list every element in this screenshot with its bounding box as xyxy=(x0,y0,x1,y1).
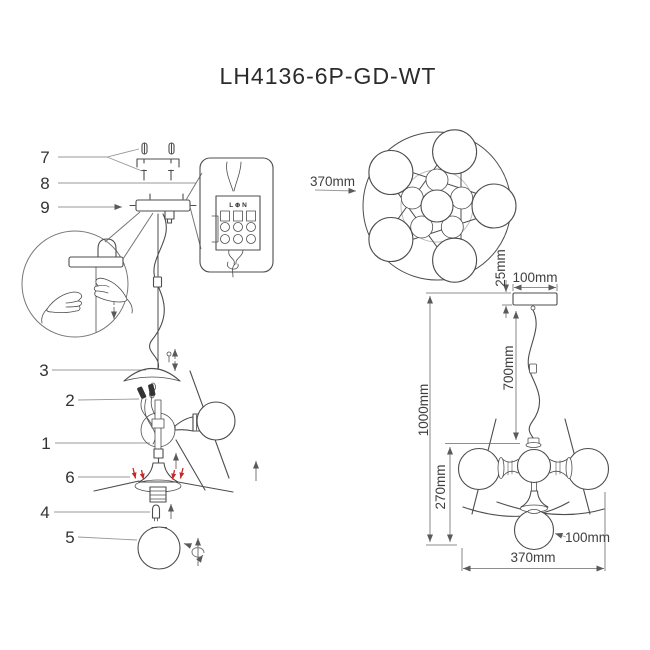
dim-top-diameter: 370mm xyxy=(310,174,355,189)
hands-adjustment-inset xyxy=(21,230,133,338)
part-label-1: 1 xyxy=(41,434,50,453)
part-label-8: 8 xyxy=(40,174,49,193)
terminal-contacts xyxy=(211,210,256,244)
dim-overall-height: 1000mm xyxy=(416,384,431,437)
part-label-7: 7 xyxy=(40,148,49,167)
outer-globes-top xyxy=(368,129,517,283)
part-label-9: 9 xyxy=(40,198,49,217)
front-view: 100mm 25mm 700mm 1000mm 270mm 100mm xyxy=(416,249,610,572)
terminal-labels: L ⊕ N xyxy=(229,202,247,209)
dim-body-height: 270mm xyxy=(433,464,448,509)
lamp-body-front xyxy=(457,418,610,551)
part-label-5: 5 xyxy=(65,528,74,547)
screw-in-icon xyxy=(183,538,205,566)
part-callouts: 7 8 9 3 2 1 6 4 5 xyxy=(39,148,196,547)
dim-canopy-height: 25mm xyxy=(493,249,508,287)
glass-globe-side xyxy=(196,401,236,441)
part-label-2: 2 xyxy=(65,391,74,410)
dim-cord-length: 700mm xyxy=(501,345,516,390)
insert-direction-arrows xyxy=(131,467,185,480)
suspension-cable xyxy=(149,213,167,370)
hand-left xyxy=(41,291,82,324)
socket-ring-top xyxy=(400,168,474,239)
bottom-hub xyxy=(93,448,234,503)
part-label-3: 3 xyxy=(39,361,48,380)
adjust-screw-icon xyxy=(166,349,178,371)
center-globe-top xyxy=(420,189,454,223)
dim-globe-diameter: 100mm xyxy=(565,530,610,545)
dim-body-width: 370mm xyxy=(510,550,555,565)
detail-wedge-lines xyxy=(104,172,203,263)
curved-rods-top xyxy=(362,131,511,281)
mounting-hardware xyxy=(136,142,180,181)
cord-front xyxy=(527,309,541,443)
top-view: 370mm xyxy=(310,129,517,283)
ceiling-canopy xyxy=(129,193,197,224)
hand-right xyxy=(93,277,133,314)
bulb xyxy=(151,504,174,522)
glass-globe xyxy=(137,526,205,570)
canopy-front xyxy=(512,292,558,306)
wiring-terminal-inset: L ⊕ N xyxy=(199,157,274,278)
dim-canopy-width: 100mm xyxy=(512,270,557,285)
part-label-4: 4 xyxy=(40,503,49,522)
dimensions: 100mm 25mm 700mm 1000mm 270mm 100mm xyxy=(416,249,610,572)
model-number-title: LH4136-6P-GD-WT xyxy=(220,63,437,89)
part-label-6: 6 xyxy=(65,468,74,487)
